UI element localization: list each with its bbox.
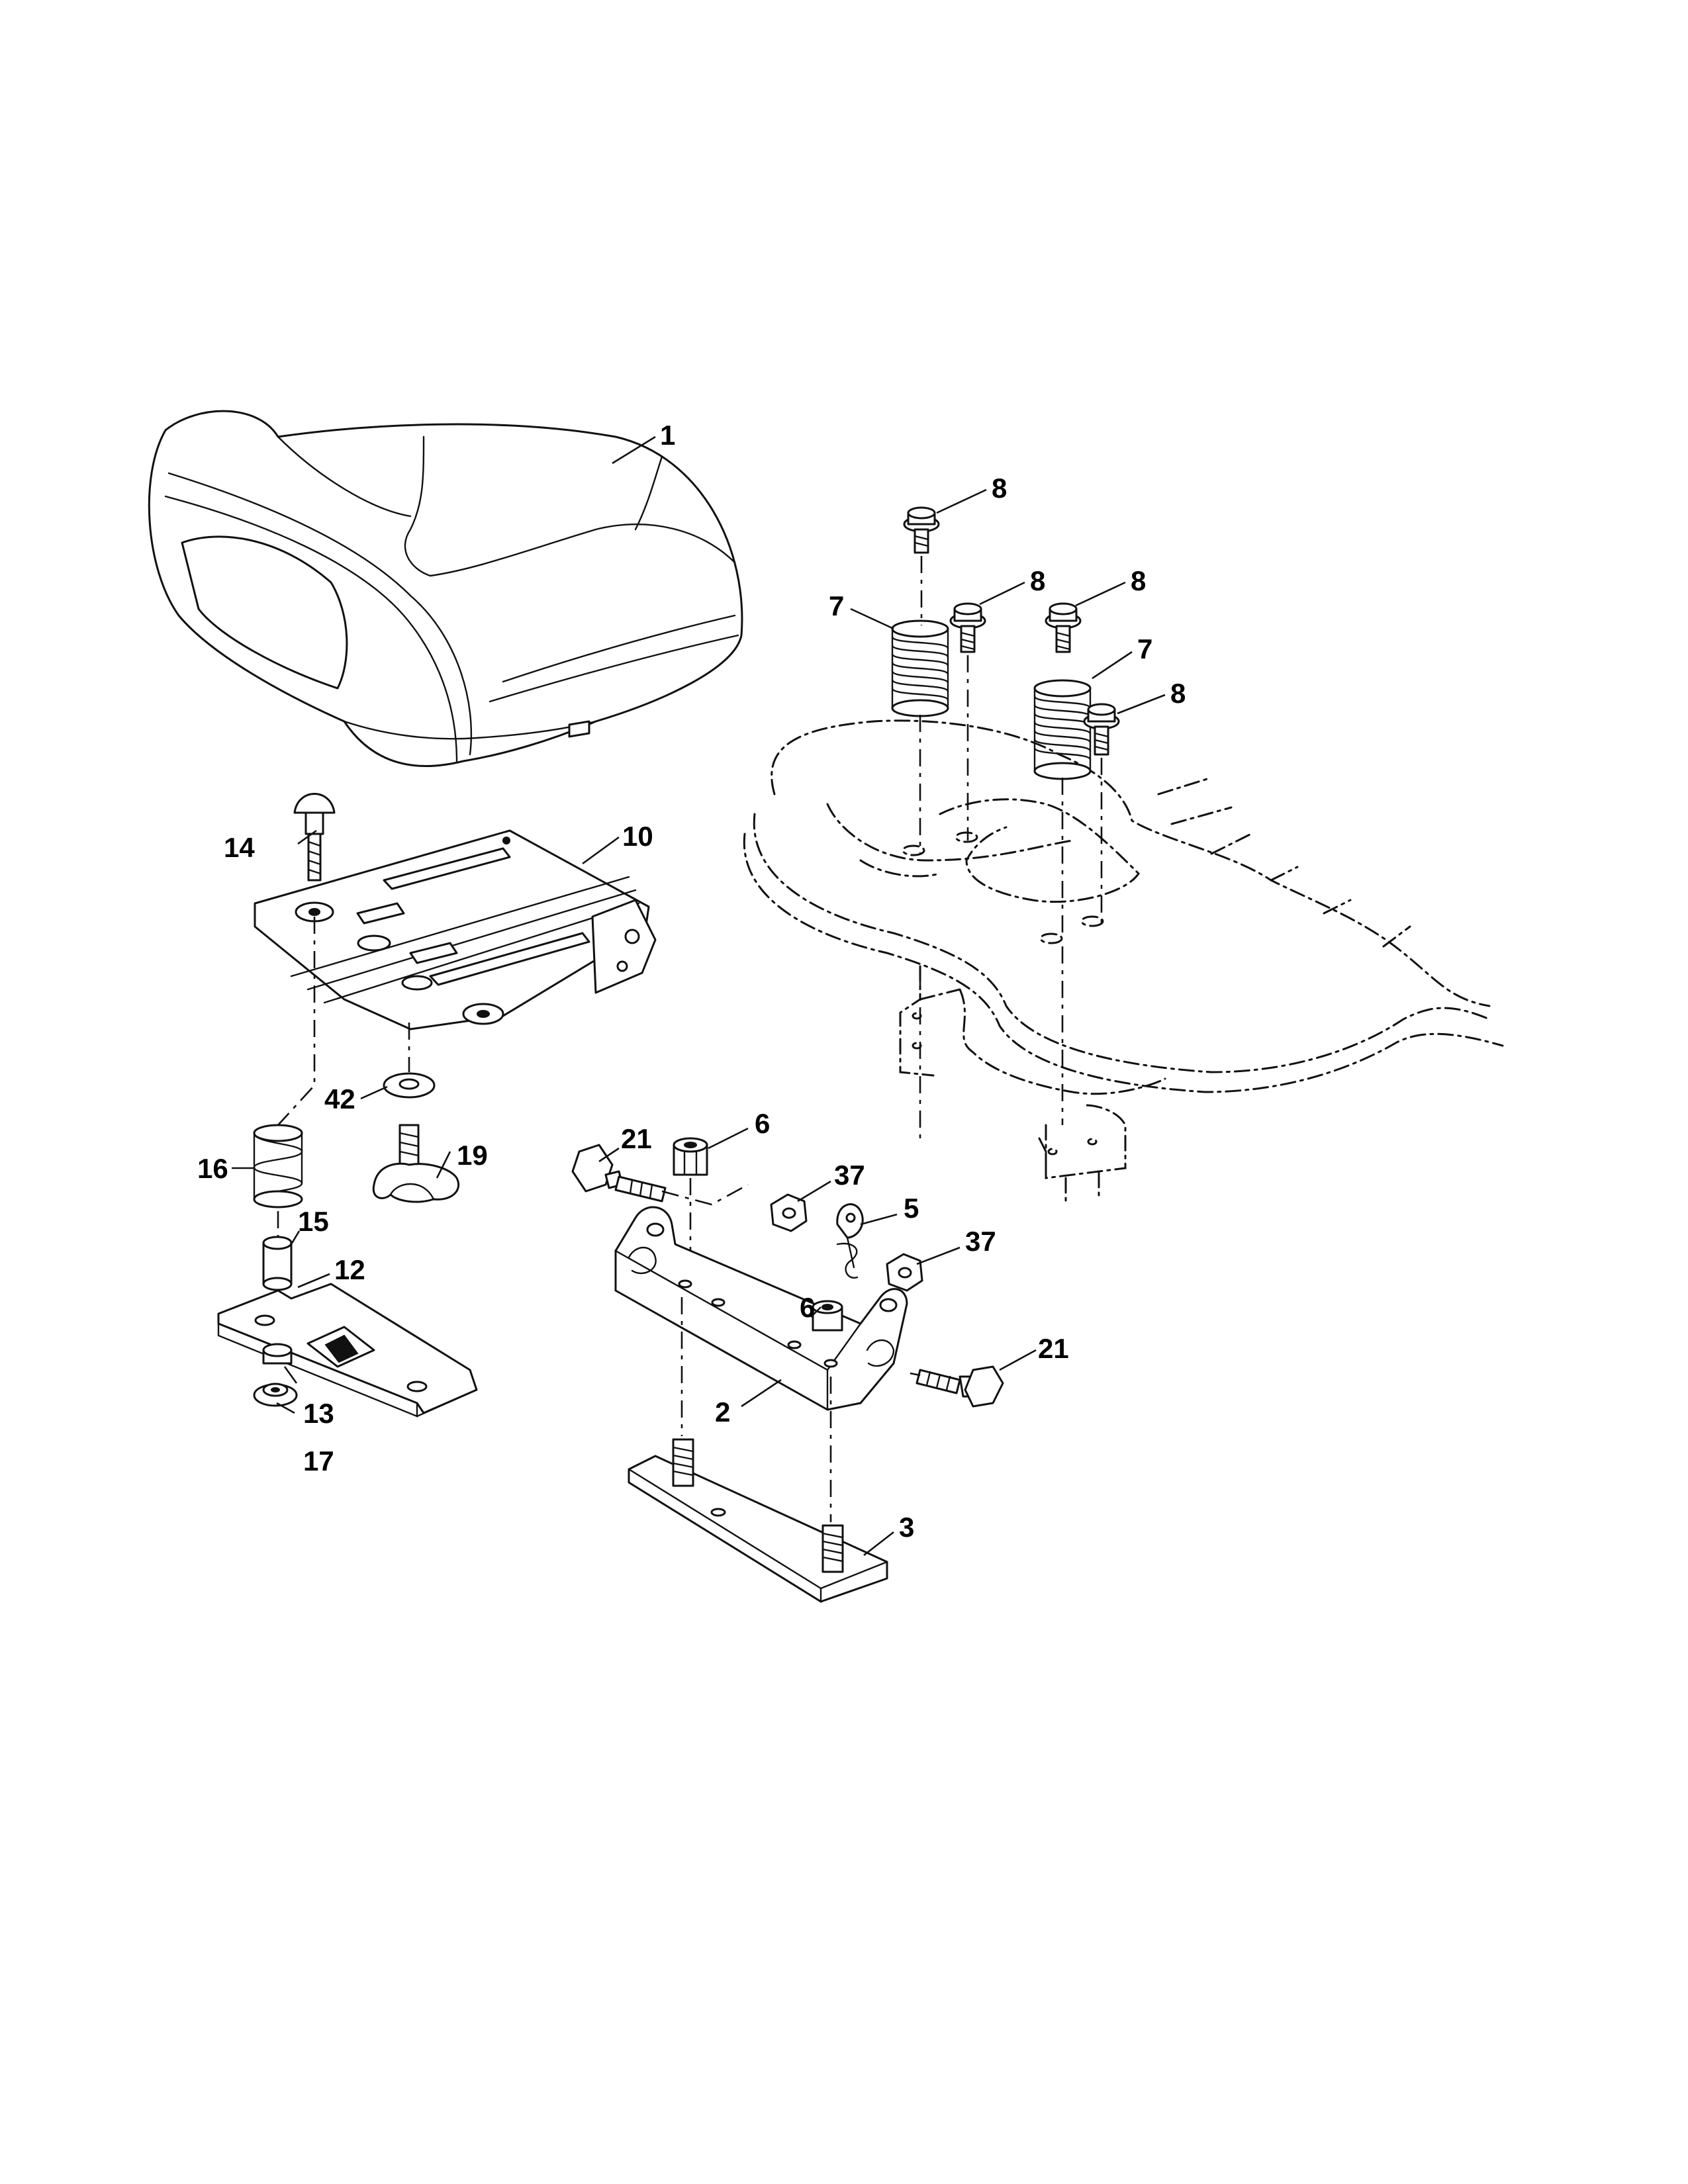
flange-nut bbox=[253, 1383, 298, 1407]
stud-right bbox=[821, 1524, 844, 1573]
shoulder-bolt-right bbox=[915, 1365, 1004, 1408]
callout-10: 10 bbox=[622, 821, 653, 852]
callout-7-a: 7 bbox=[829, 590, 844, 621]
callout-14: 14 bbox=[224, 832, 255, 863]
washer bbox=[383, 1072, 436, 1099]
callout-8-d: 8 bbox=[1170, 678, 1186, 709]
knob bbox=[372, 1124, 459, 1203]
nut bbox=[262, 1343, 293, 1365]
callout-13: 13 bbox=[303, 1398, 334, 1429]
callout-2: 2 bbox=[715, 1396, 730, 1428]
callout-7-b: 7 bbox=[1137, 633, 1152, 664]
slide-plate bbox=[217, 1283, 478, 1418]
hex-bolt-4 bbox=[1083, 703, 1120, 756]
spacer bbox=[262, 1236, 293, 1291]
callout-42: 42 bbox=[324, 1083, 355, 1115]
center-assembly-centerlines bbox=[661, 1178, 921, 1522]
hex-nut-upper bbox=[770, 1193, 808, 1232]
hex-nut-right bbox=[886, 1253, 923, 1292]
callout-6-a: 6 bbox=[755, 1108, 770, 1139]
callout-8-b: 8 bbox=[1030, 565, 1045, 596]
callout-19: 19 bbox=[457, 1140, 488, 1171]
shoulder-bolt-left bbox=[571, 1144, 667, 1203]
hex-bolt-1 bbox=[903, 506, 940, 554]
seat-bracket bbox=[614, 1206, 908, 1411]
hex-bolt-2 bbox=[949, 602, 986, 653]
stud-left bbox=[672, 1438, 694, 1487]
callout-37-a: 37 bbox=[834, 1160, 865, 1191]
seat-spring-left bbox=[891, 619, 949, 717]
callout-17: 17 bbox=[303, 1445, 334, 1477]
nylock-nut-upper bbox=[673, 1137, 708, 1176]
callout-6-b: 6 bbox=[800, 1292, 815, 1323]
callout-5: 5 bbox=[904, 1193, 919, 1224]
hair-pin-clip bbox=[836, 1203, 864, 1279]
callout-21-a: 21 bbox=[621, 1123, 652, 1154]
seat-pan bbox=[254, 829, 657, 1030]
callout-8-a: 8 bbox=[992, 473, 1007, 504]
callout-8-c: 8 bbox=[1131, 565, 1146, 596]
callout-37-b: 37 bbox=[965, 1226, 996, 1257]
callout-labels: 1 8 8 8 8 7 7 14 10 42 19 16 15 12 13 17… bbox=[197, 420, 1186, 1543]
left-assembly-centerlines bbox=[277, 917, 410, 1238]
small-spring bbox=[253, 1124, 303, 1208]
seat bbox=[148, 410, 743, 767]
carriage-bolt bbox=[293, 793, 336, 882]
leader-lines bbox=[232, 435, 1166, 1557]
callout-1: 1 bbox=[660, 420, 675, 451]
right-assembly-centerlines bbox=[919, 556, 1103, 1145]
seat-spring-right bbox=[1033, 679, 1092, 780]
frame-phantom bbox=[743, 719, 1504, 1206]
nylock-nut-lower bbox=[812, 1300, 843, 1332]
base-plate bbox=[628, 1438, 888, 1604]
hex-bolt-3 bbox=[1045, 602, 1082, 653]
callout-16: 16 bbox=[197, 1153, 228, 1184]
callout-15: 15 bbox=[298, 1206, 329, 1237]
callout-21-b: 21 bbox=[1038, 1333, 1069, 1364]
callout-3: 3 bbox=[899, 1512, 914, 1543]
callout-12: 12 bbox=[334, 1254, 365, 1285]
